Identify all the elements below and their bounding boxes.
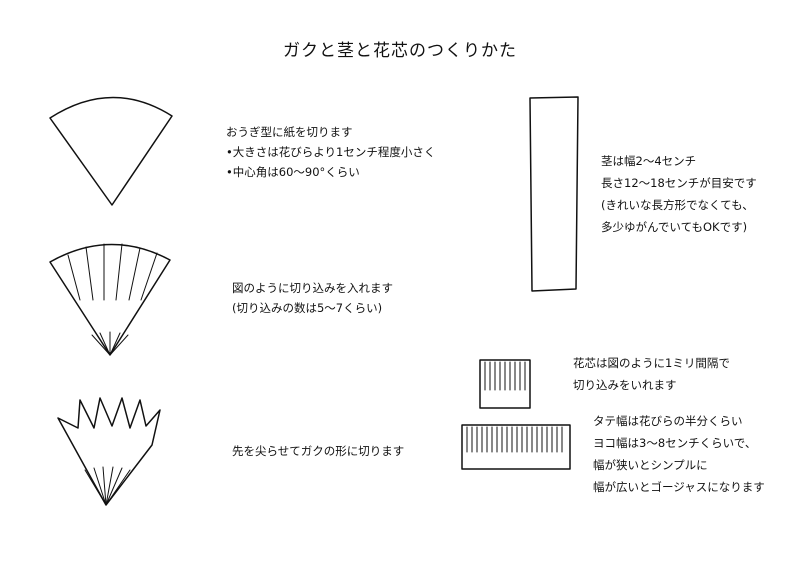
calyx-figure — [57, 397, 161, 506]
core-line-1: 花芯は図のように1ミリ間隔で — [573, 356, 730, 370]
core-size-line-2: ヨコ幅は3〜8センチくらいで、 — [593, 436, 757, 450]
stem-figure — [529, 96, 579, 292]
step-2-line-1: 図のように切り込みを入れます — [232, 281, 393, 295]
step-3-text: 先を尖らせてガクの形に切ります — [232, 441, 404, 461]
core-line-2: 切り込みをいれます — [573, 378, 677, 392]
step-2-text: 図のように切り込みを入れます (切り込みの数は5〜7くらい) — [232, 278, 393, 318]
core-size-line-4: 幅が広いとゴージャスになります — [593, 480, 765, 494]
step-1-line-2: •大きさは花びらより1センチ程度小さく — [226, 145, 436, 159]
stem-line-3: (きれいな長方形でなくても、 — [601, 198, 754, 212]
step-1-text: おうぎ型に紙を切ります •大きさは花びらより1センチ程度小さく •中心角は60〜… — [226, 122, 435, 182]
stem-text: 茎は幅2〜4センチ 長さ12〜18センチが目安です (きれいな長方形でなくても、… — [601, 150, 757, 238]
core-size-text: タテ幅は花びらの半分くらい ヨコ幅は3〜8センチくらいで、 幅が狭いとシンプルに… — [593, 410, 765, 498]
page-title: ガクと茎と花芯のつくりかた — [283, 41, 517, 61]
core-size-line-3: 幅が狭いとシンプルに — [593, 458, 708, 472]
stem-line-1: 茎は幅2〜4センチ — [601, 154, 697, 168]
stem-line-2: 長さ12〜18センチが目安です — [601, 176, 757, 190]
fan-with-slits-figure — [49, 243, 171, 356]
small-core-figure — [479, 359, 531, 409]
step-1-line-1: おうぎ型に紙を切ります — [226, 125, 353, 139]
large-core-figure — [461, 424, 571, 470]
core-size-line-1: タテ幅は花びらの半分くらい — [593, 414, 743, 428]
stem-line-4: 多少ゆがんでいてもOKです) — [601, 220, 748, 234]
fan-shape-figure — [49, 96, 173, 206]
step-2-line-2: (切り込みの数は5〜7くらい) — [232, 301, 383, 315]
step-1-line-3: •中心角は60〜90°くらい — [226, 165, 360, 179]
step-3-line-1: 先を尖らせてガクの形に切ります — [232, 444, 405, 458]
core-text: 花芯は図のように1ミリ間隔で 切り込みをいれます — [573, 352, 730, 396]
